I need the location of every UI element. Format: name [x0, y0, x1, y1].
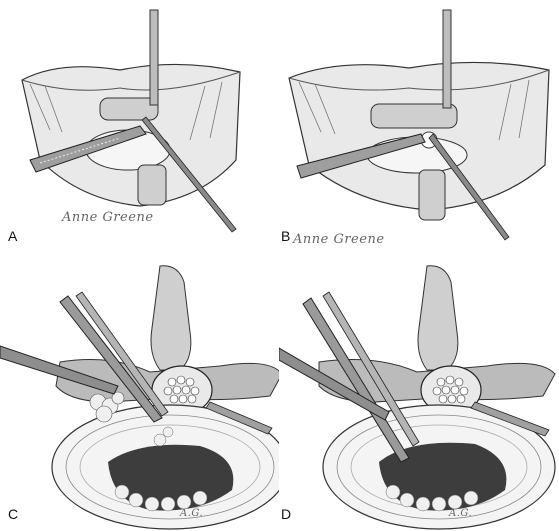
nerve-rootlets	[432, 375, 469, 404]
lower-retractor	[137, 164, 167, 206]
nerve-root-retractor-blade	[99, 97, 159, 121]
artist-signature-a: Anne Greene	[62, 210, 154, 225]
panel-a-drawing	[21, 9, 241, 233]
forceps-icon	[0, 345, 119, 395]
muscle-striations	[298, 79, 530, 141]
panel-label-d: D	[281, 506, 292, 522]
panel-c-drawing	[0, 265, 279, 530]
retractor-icon	[442, 9, 452, 109]
panel-d: D A.G.	[279, 262, 559, 531]
vertebra-icon	[150, 265, 192, 371]
rongeur-jaw	[322, 291, 420, 447]
retractor-icon	[149, 9, 159, 106]
rongeur-icon	[59, 295, 163, 423]
artist-signature-d: A.G.	[449, 508, 473, 519]
panel-d-drawing	[279, 265, 556, 530]
forceps-icon	[296, 133, 426, 179]
probe-instrument	[141, 116, 237, 233]
panel-b: B Anne Greene	[279, 0, 559, 260]
herniated-fragment	[89, 391, 125, 423]
panel-label-c: C	[8, 506, 19, 522]
nucleus-fragments	[385, 484, 479, 512]
forceps-icon	[29, 125, 147, 173]
annulus-ring	[65, 414, 275, 520]
annulus-ring	[336, 414, 542, 520]
forceps-icon	[279, 347, 390, 421]
suction-instrument	[470, 401, 550, 437]
muscle-striations	[29, 81, 223, 141]
tissue-edge	[21, 71, 241, 91]
artist-signature-b: Anne Greene	[293, 232, 385, 247]
nerve-root-retractor-blade	[370, 103, 458, 129]
nerve-rootlets	[163, 375, 200, 404]
forceps-serration	[39, 137, 121, 164]
lower-retractor	[418, 169, 446, 221]
nucleus-fragments	[114, 426, 208, 512]
panel-label-b: B	[281, 228, 291, 244]
suction-instrument	[205, 401, 273, 435]
probe-instrument	[428, 133, 510, 241]
rongeur-jaw	[75, 291, 169, 417]
tissue-edge	[288, 69, 550, 91]
panel-c: C A.G.	[0, 262, 279, 531]
panel-b-drawing	[288, 9, 550, 241]
panel-label-a: A	[8, 228, 18, 244]
vertebra-icon	[417, 265, 459, 371]
artist-signature-c: A.G.	[180, 508, 204, 519]
panel-a: A Anne Greene	[0, 0, 279, 260]
